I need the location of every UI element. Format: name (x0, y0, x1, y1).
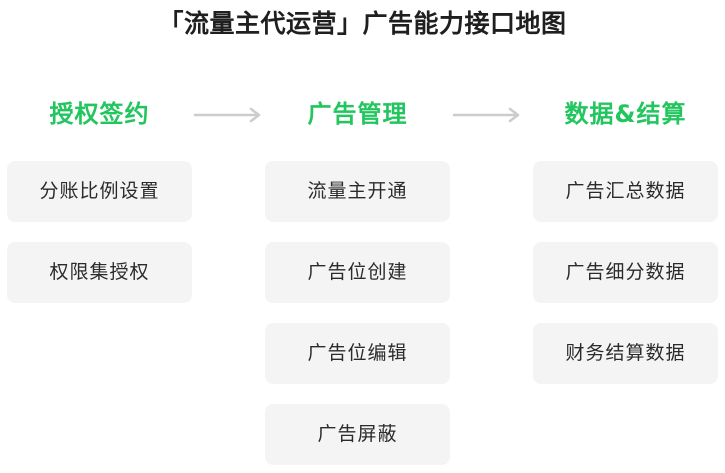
card-item: 权限集授权 (7, 242, 192, 303)
column-heading: 广告管理 (307, 100, 408, 128)
column-data-settlement: 数据&结算 广告汇总数据 广告细分数据 财务结算数据 (533, 97, 718, 384)
card-item: 广告细分数据 (533, 242, 718, 303)
card-item: 广告位编辑 (265, 323, 450, 384)
right-arrow-icon (452, 107, 520, 123)
column-heading: 数据&结算 (564, 100, 687, 128)
page-title: 「流量主代运营」广告能力接口地图 (158, 9, 567, 38)
column-ad-management: 广告管理 流量主开通 广告位创建 广告位编辑 广告屏蔽 (265, 97, 450, 465)
card-item: 财务结算数据 (533, 323, 718, 384)
card-item: 分账比例设置 (7, 161, 192, 222)
card-item: 广告汇总数据 (533, 161, 718, 222)
column-heading: 授权签约 (49, 100, 150, 128)
column-authorization: 授权签约 分账比例设置 权限集授权 (7, 97, 192, 303)
card-item: 流量主开通 (265, 161, 450, 222)
right-arrow-icon (193, 107, 261, 123)
card-item: 广告位创建 (265, 242, 450, 303)
card-item: 广告屏蔽 (265, 404, 450, 465)
